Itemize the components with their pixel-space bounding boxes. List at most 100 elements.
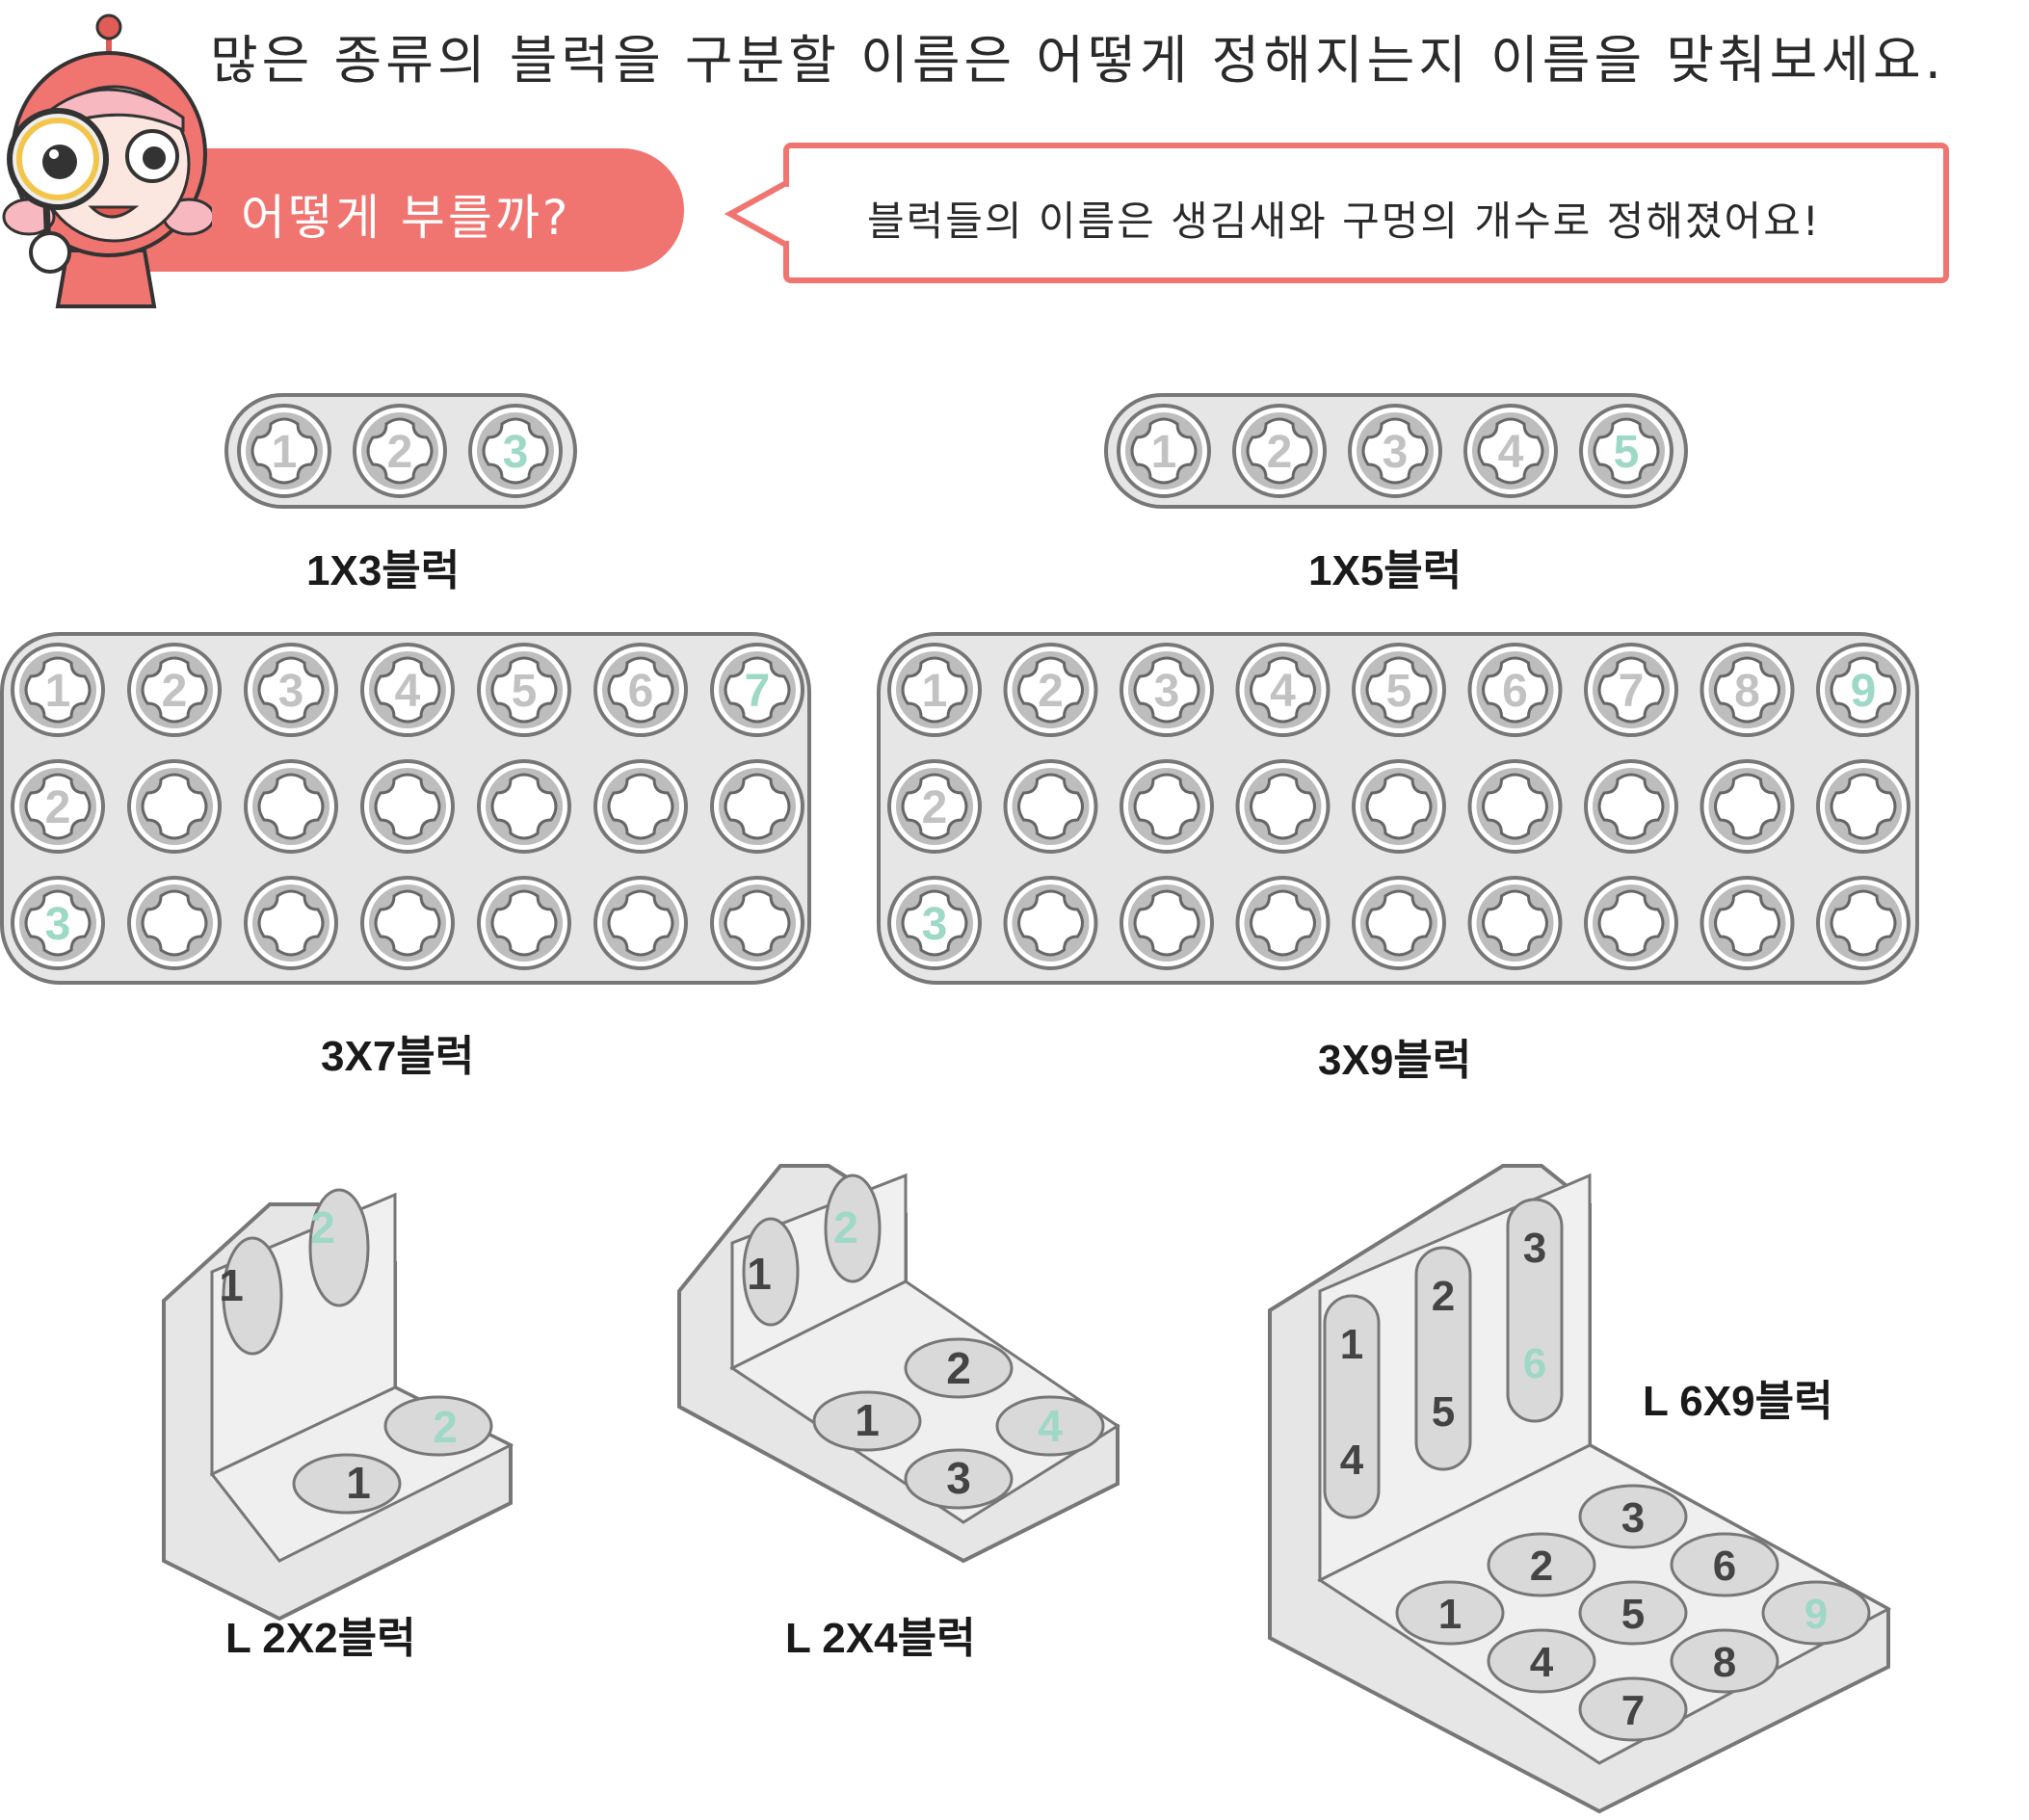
- hole-b3x7-r3-c2: [127, 876, 222, 970]
- label-3x9: 3X9블럭: [1318, 1037, 1472, 1084]
- hole-b1x5-r1-c5: 5: [1579, 404, 1673, 498]
- hole-b1x3-r1-c2: 2: [353, 404, 447, 498]
- hole-b1x5-r1-c2-number: 2: [1267, 427, 1293, 478]
- hole-b3x9-r1-c1-number: 1: [922, 666, 948, 717]
- block-3x9-holes: 1 2 3 4 5 6 7 8 9 2 3: [887, 643, 1910, 970]
- hole-b3x7-r1-c4-number: 4: [395, 666, 421, 717]
- l2x2-vertical-number-2: 2: [310, 1202, 335, 1253]
- hole-b1x3-r1-c1-number: 1: [272, 427, 298, 478]
- hole-b3x9-r1-c2-number: 2: [1038, 666, 1064, 717]
- hole-b3x9-r1-c1: 1: [887, 643, 982, 737]
- hole-b3x9-r1-c2: 2: [1003, 643, 1098, 737]
- label-1x3: 1X3블럭: [306, 547, 461, 594]
- l6x9-hole-9: [1761, 1580, 1871, 1646]
- hole-b1x5-r1-c5-number: 5: [1614, 427, 1640, 478]
- hole-b1x5-r1-c1: 1: [1117, 404, 1211, 498]
- hole-b3x9-r1-c5-number: 5: [1386, 666, 1412, 717]
- l6x9-horizontal-number-2: 2: [1530, 1543, 1553, 1590]
- hole-b3x7-r1-c7-number: 7: [745, 666, 771, 717]
- hole-b3x9-r2-c1: 2: [887, 759, 982, 854]
- hole-b3x7-r2-c4: [360, 759, 455, 854]
- hole-b1x3-r1-c2-number: 2: [387, 427, 413, 478]
- l2x4-vertical-number-2: 2: [833, 1202, 858, 1253]
- hole-b3x7-r3-c1: 3: [11, 876, 105, 970]
- mascot-detective-icon: [2, 13, 212, 308]
- l2x4-horizontal-number-4: 4: [1038, 1401, 1063, 1451]
- hole-b3x7-r1-c4: 4: [360, 643, 455, 737]
- label-l2x2: L 2X2블럭: [225, 1615, 416, 1662]
- hole-b1x5-r1-c3-number: 3: [1383, 427, 1409, 478]
- hole-b3x9-r2-c3: [1120, 759, 1214, 854]
- hole-b3x7-r1-c3-number: 3: [278, 666, 304, 717]
- l6x9-hole-6: [1670, 1532, 1779, 1597]
- hole-b3x9-r1-c8: 8: [1700, 643, 1795, 737]
- l2x2-horizontal-number-1: 1: [346, 1458, 371, 1508]
- l6x9-vertical-number-6: 6: [1523, 1340, 1546, 1387]
- bubble-pointer: [725, 181, 792, 248]
- l-block-6x9: [1268, 1164, 1892, 1814]
- l6x9-vertical-number-3: 3: [1523, 1225, 1546, 1272]
- hole-b3x9-r3-c7: [1584, 876, 1678, 970]
- hole-b3x7-r1-c2: 2: [127, 643, 222, 737]
- hole-b3x9-r1-c9: 9: [1816, 643, 1910, 737]
- hole-b1x5-r1-c2: 2: [1232, 404, 1327, 498]
- hole-b3x7-r3-c7: [710, 876, 804, 970]
- hole-b3x7-r2-c3: [244, 759, 338, 854]
- l2x2-vertical-number-1: 1: [219, 1260, 244, 1310]
- hole-b3x7-r1-c5-number: 5: [512, 666, 538, 717]
- hole-b3x7-r1-c7: 7: [710, 643, 804, 737]
- hole-b1x3-r1-c3: 3: [468, 404, 563, 498]
- hole-b1x5-r1-c4: 4: [1463, 404, 1558, 498]
- hole-b3x9-r1-c8-number: 8: [1734, 666, 1760, 717]
- l6x9-hole-7: [1578, 1676, 1688, 1742]
- l6x9-vertical-number-4: 4: [1340, 1437, 1364, 1484]
- l2x4-horizontal-number-1: 1: [855, 1395, 880, 1445]
- hole-b3x7-r1-c1-number: 1: [45, 666, 71, 717]
- hole-b3x9-r3-c4: [1235, 876, 1331, 970]
- hole-b1x3-r1-c1: 1: [237, 404, 331, 498]
- hole-b3x7-r3-c1-number: 3: [45, 899, 71, 950]
- question-banner: [145, 148, 684, 272]
- label-l2x4: L 2X4블럭: [785, 1615, 976, 1662]
- hole-b3x7-r3-c6: [593, 876, 688, 970]
- l2x4-horizontal-number-2: 2: [946, 1343, 971, 1393]
- hole-b3x9-r1-c7-number: 7: [1619, 666, 1645, 717]
- hole-b3x9-r2-c6: [1467, 759, 1563, 854]
- hole-b3x9-r2-c1-number: 2: [922, 782, 948, 833]
- l6x9-hole-2: [1487, 1532, 1596, 1597]
- hole-b3x9-r1-c6: 6: [1467, 643, 1563, 737]
- hole-b3x7-r1-c3: 3: [244, 643, 338, 737]
- l6x9-vertical-number-2: 2: [1432, 1273, 1455, 1320]
- l6x9-horizontal-number-7: 7: [1621, 1687, 1645, 1734]
- l6x9-hole-3: [1578, 1484, 1688, 1549]
- l6x9-vertical-number-5: 5: [1432, 1388, 1455, 1436]
- hole-b3x9-r1-c3-number: 3: [1154, 666, 1180, 717]
- hole-b3x9-r1-c3: 3: [1120, 643, 1214, 737]
- label-3x7: 3X7블럭: [321, 1033, 475, 1080]
- hole-b3x9-r1-c6-number: 6: [1502, 666, 1528, 717]
- hole-b3x9-r3-c1: 3: [887, 876, 982, 970]
- answer-text: 블럭들의 이름은 생김새와 구멍의 개수로 정해졌어요!: [867, 198, 1821, 245]
- hole-b3x7-r3-c5: [477, 876, 571, 970]
- hole-b1x5-r1-c4-number: 4: [1498, 427, 1524, 478]
- l6x9-hole-5: [1578, 1580, 1688, 1646]
- hole-b3x9-r1-c7: 7: [1584, 643, 1678, 737]
- hole-b3x9-r2-c9: [1816, 759, 1910, 854]
- l-block-2x4: [677, 1164, 1120, 1564]
- l6x9-horizontal-number-3: 3: [1621, 1494, 1645, 1542]
- hole-b3x9-r3-c5: [1352, 876, 1446, 970]
- l2x4-horizontal-number-3: 3: [946, 1453, 971, 1503]
- l6x9-hole-1: [1395, 1580, 1505, 1646]
- hole-b3x9-r2-c2: [1003, 759, 1098, 854]
- hole-b3x7-r1-c6: 6: [593, 643, 688, 737]
- l6x9-horizontal-number-9: 9: [1805, 1591, 1828, 1638]
- hole-b3x9-r1-c4-number: 4: [1270, 666, 1296, 717]
- hole-b3x7-r3-c4: [360, 876, 455, 970]
- l6x9-horizontal-number-4: 4: [1530, 1639, 1554, 1686]
- l6x9-vertical-number-1: 1: [1340, 1321, 1363, 1368]
- label-l6x9: L 6X9블럭: [1643, 1378, 1833, 1425]
